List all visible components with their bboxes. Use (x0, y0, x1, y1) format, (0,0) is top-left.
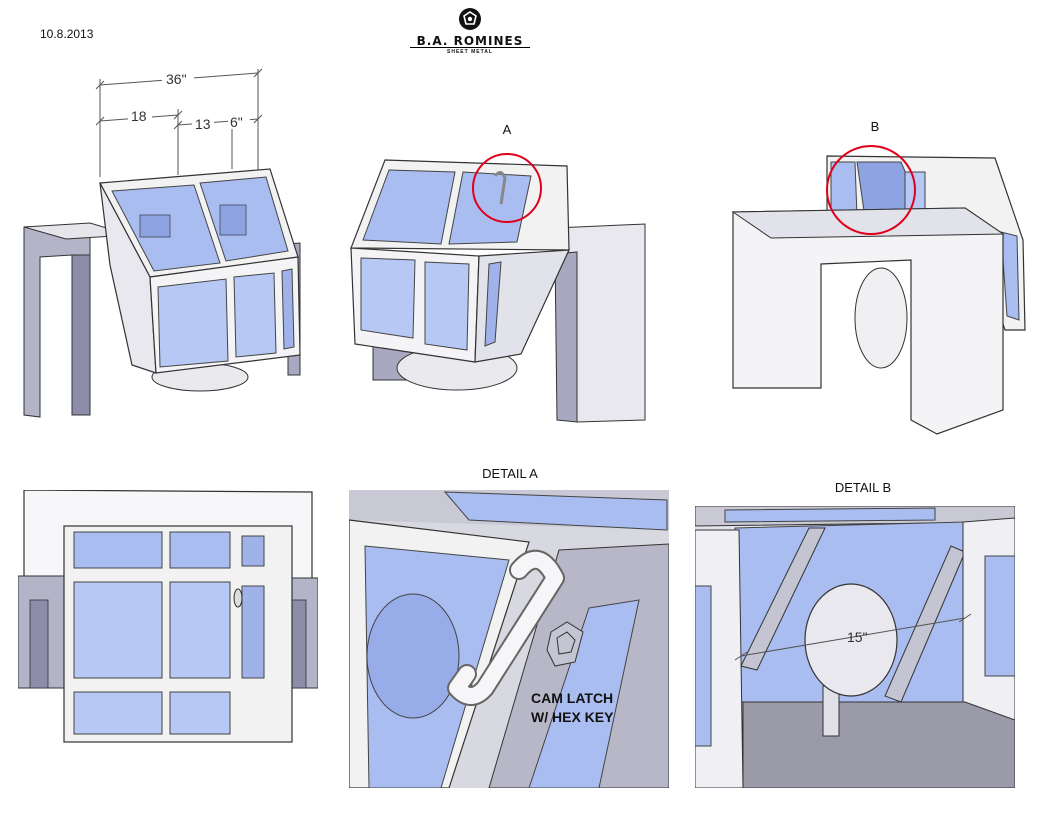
enclosure-body (826, 155, 1026, 331)
dim-overall-36: 36" (166, 71, 187, 87)
dim-middle-13: 13 (195, 116, 211, 132)
highlight-circle-a (472, 153, 542, 223)
cam-latch-label-line1: CAM LATCH (531, 690, 613, 706)
detail-a-drawing: CAM LATCH W/ HEX KEY (349, 490, 669, 788)
enclosure-body (350, 159, 570, 363)
company-logo: B.A. ROMINES SHEET METAL (410, 6, 530, 56)
front-elevation-view (18, 490, 318, 743)
view-b-label: B (870, 119, 880, 134)
enclosure-body (63, 525, 293, 743)
drum-wheel (804, 583, 898, 697)
wheel-diameter-dimension-line (740, 617, 966, 657)
cam-latch-label-line2: W/ HEX KEY (531, 709, 614, 725)
enclosure-body (99, 168, 301, 374)
handle-icon (233, 588, 243, 608)
detail-b-title: DETAIL B (834, 480, 892, 495)
detail-a-title: DETAIL A (482, 466, 538, 481)
drum-wheel (854, 267, 908, 369)
dim-left-18: 18 (131, 108, 147, 124)
view-a-label: A (502, 122, 512, 137)
dim-wheel-diameter: 15" (847, 629, 868, 645)
drum-wheel (366, 593, 460, 719)
iso-view-dimensioned: 36" 18 13 6" (23, 68, 301, 418)
detail-b-panel: 15" (695, 506, 1015, 788)
support-stand (731, 207, 1005, 435)
highlight-circle-b (826, 145, 916, 235)
support-stand (372, 223, 646, 423)
logo-company-name: B.A. ROMINES (416, 34, 524, 48)
dim-right-6: 6" (230, 114, 243, 130)
detail-b-drawing: 15" (695, 506, 1015, 788)
cam-latch-icon (546, 621, 584, 667)
logo-emblem-icon (459, 8, 481, 30)
iso-view-a (350, 153, 646, 423)
iso-view-b (731, 145, 1026, 435)
logo-company-subtitle: SHEET METAL (410, 47, 530, 55)
drawing-date: 10.8.2013 (40, 27, 94, 41)
detail-a-panel: CAM LATCH W/ HEX KEY (349, 490, 669, 788)
